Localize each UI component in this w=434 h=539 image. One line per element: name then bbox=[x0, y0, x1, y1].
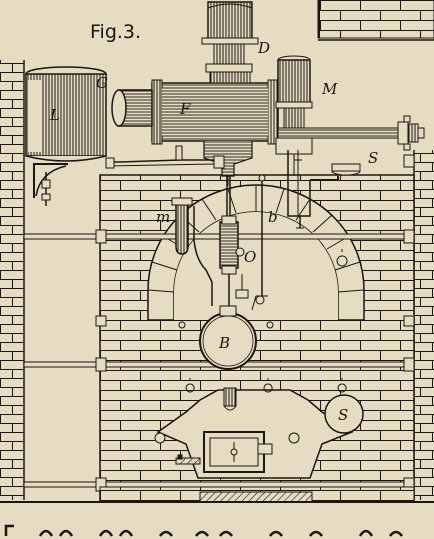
boiler-b bbox=[178, 305, 274, 370]
figure-title: Fig.3. bbox=[90, 21, 141, 43]
label-s-door: S bbox=[338, 406, 348, 424]
manometer-m bbox=[171, 197, 194, 255]
ash-door-frame bbox=[154, 387, 354, 479]
water-tank-l bbox=[25, 66, 107, 162]
label-s-pipe: S bbox=[368, 149, 378, 167]
label-m-manometer: m bbox=[156, 208, 170, 226]
label-l: L bbox=[49, 106, 60, 124]
label-d: D bbox=[257, 39, 270, 57]
label-o: O bbox=[244, 248, 256, 266]
rod-b bbox=[256, 174, 268, 297]
tank-m bbox=[275, 55, 313, 176]
gauge-column-o bbox=[193, 170, 265, 311]
superheater-f bbox=[111, 79, 279, 186]
water-pipe-s bbox=[287, 150, 361, 229]
wall-rings bbox=[185, 249, 348, 393]
label-b-boiler: B bbox=[218, 334, 230, 352]
tank-bracket bbox=[33, 145, 225, 206]
cropped-caption bbox=[4, 524, 403, 537]
feed-pipe-right bbox=[277, 115, 425, 151]
right-side-wall bbox=[413, 150, 434, 500]
label-g: G bbox=[96, 74, 108, 92]
furnace-base bbox=[0, 486, 434, 503]
label-f: F bbox=[179, 100, 191, 118]
chimney-d bbox=[201, 1, 259, 84]
label-m: M bbox=[321, 80, 338, 98]
sight-glass-s bbox=[324, 394, 364, 434]
left-side-wall bbox=[0, 60, 25, 500]
top-right-wall bbox=[317, 0, 434, 41]
label-b: b bbox=[268, 208, 278, 226]
